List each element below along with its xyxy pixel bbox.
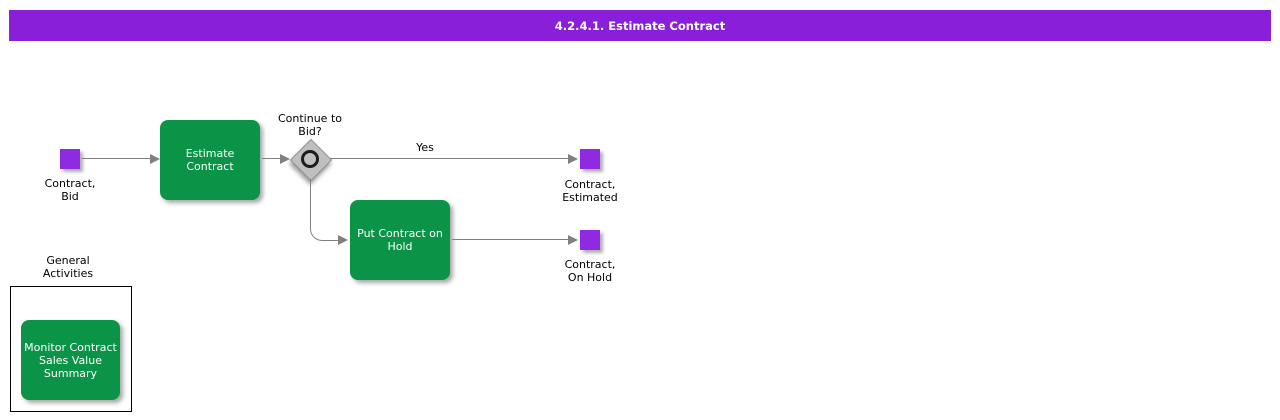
arrowhead-icon bbox=[338, 235, 348, 245]
end-event-label: Contract, Estimated bbox=[562, 178, 618, 204]
activity-label: Monitor Contract Sales Value Summary bbox=[24, 340, 117, 380]
arrowhead-icon bbox=[280, 154, 290, 164]
activity-label: Estimate Contract bbox=[185, 147, 235, 173]
yes-branch-label: Yes bbox=[416, 141, 434, 154]
decision-label: Continue to Bid? bbox=[277, 112, 342, 138]
arrowhead-icon bbox=[568, 235, 578, 245]
activity-estimate-contract[interactable]: Estimate Contract bbox=[160, 120, 260, 200]
activity-monitor-contract-sales-value-summary[interactable]: Monitor Contract Sales Value Summary bbox=[21, 320, 120, 400]
arrowhead-icon bbox=[568, 154, 578, 164]
activity-put-contract-on-hold[interactable]: Put Contract on Hold bbox=[350, 200, 450, 280]
start-event-label: Contract, Bid bbox=[44, 177, 96, 203]
diagram-title-bar: 4.2.4.1. Estimate Contract bbox=[9, 10, 1271, 41]
end-event-contract-on-hold[interactable] bbox=[580, 230, 600, 250]
connector-line bbox=[452, 239, 569, 240]
activity-label: Put Contract on Hold bbox=[357, 227, 443, 253]
connector-line bbox=[262, 158, 281, 159]
end-event-contract-estimated[interactable] bbox=[580, 149, 600, 169]
diagram-title: 4.2.4.1. Estimate Contract bbox=[554, 18, 726, 33]
gateway-circle-icon bbox=[301, 150, 319, 168]
end-event-label: Contract, On Hold bbox=[564, 258, 616, 284]
start-event-contract-bid[interactable] bbox=[60, 149, 80, 169]
arrowhead-icon bbox=[150, 154, 160, 164]
general-activities-heading: General Activities bbox=[42, 254, 94, 280]
connector-line bbox=[82, 158, 151, 159]
connector-line bbox=[330, 158, 569, 159]
connector-corner-line bbox=[310, 179, 339, 241]
